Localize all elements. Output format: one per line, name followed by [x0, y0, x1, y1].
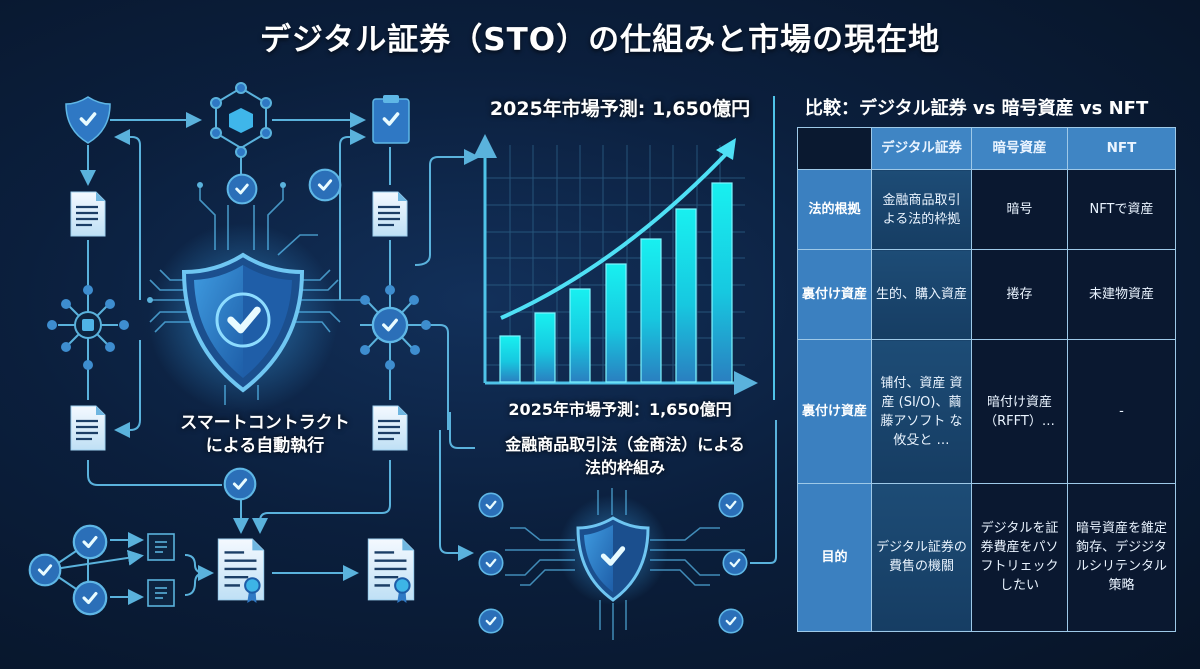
check-node-icon — [74, 582, 106, 614]
table-cell: デジタルを証券費産をパソフトリェックしたい — [971, 482, 1068, 633]
clipboard-check-icon — [372, 95, 410, 144]
bottom-shield-icon — [576, 516, 650, 602]
check-node-icon — [723, 551, 746, 574]
row-header: 目的 — [797, 482, 872, 633]
row-header: 裏付け資産 — [797, 249, 872, 341]
table-cell: 未建物資産 — [1067, 249, 1176, 341]
legal-framework-caption: 金融商品取引法（金商法）による 法的枠組み — [450, 433, 800, 479]
table-header-row: デジタル証券 暗号資産 NFT — [797, 126, 1176, 171]
check-node-icon — [719, 493, 742, 516]
check-node-icon — [228, 175, 257, 204]
table-cell: デジタル証券の費售の機關 — [871, 482, 972, 633]
row-header: 法的根拠 — [797, 169, 872, 251]
comparison-title: 比較：デジタル証券 vs 暗号資産 vs NFT — [805, 98, 1149, 119]
table-row: 裏付け資産 生的、購入資産 捲存 未建物資産 — [797, 249, 1176, 341]
table-cell: - — [1067, 339, 1176, 484]
check-node-icon — [225, 469, 256, 500]
check-node-icon — [74, 526, 106, 558]
caption-line: による自動執行 — [205, 436, 325, 456]
column-header: 暗号資産 — [971, 126, 1068, 171]
check-node-icon — [373, 308, 407, 342]
certificate-document-icon — [217, 538, 265, 604]
table-cell: 暗号 — [971, 169, 1068, 251]
table-row: 裏付け資産 铺付、資産 資産 (SI/O)、繭 藤アソフト な攸殳と … 暗付け… — [797, 339, 1176, 484]
table-corner — [797, 126, 872, 171]
column-header: デジタル証券 — [871, 126, 972, 171]
smart-contract-caption: スマートコントラクト による自動執行 — [140, 412, 390, 458]
caption-line: 法的枠組み — [584, 458, 665, 477]
small-document-icon — [147, 533, 175, 607]
check-node-icon — [479, 609, 502, 632]
check-node-icon — [310, 170, 341, 201]
table-row: 法的根拠 金融商品取引よる法的枠拠 暗号 NFTで資産 — [797, 169, 1176, 251]
document-icon — [70, 404, 106, 452]
bar-chart — [473, 134, 758, 395]
comparison-table: デジタル証券 暗号資産 NFT 法的根拠 金融商品取引よる法的枠拠 暗号 NFT… — [797, 126, 1176, 633]
table-cell: 金融商品取引よる法的枠拠 — [871, 169, 972, 251]
table-cell: NFTで資産 — [1067, 169, 1176, 251]
node-hub-icon — [47, 285, 129, 370]
check-node-icon — [30, 555, 61, 586]
blockchain-cube-icon — [210, 82, 272, 158]
document-icon — [70, 190, 106, 238]
table-cell: 暗号資産を錐定鉤存、デジジタルシリテンタル策略 — [1067, 482, 1176, 633]
table-cell: 捲存 — [971, 249, 1068, 341]
check-node-icon — [479, 493, 502, 516]
check-node-icon — [719, 609, 742, 632]
chart-title: 2025年市場予測: 1,650億円 — [489, 98, 751, 120]
table-cell: 铺付、資産 資産 (SI/O)、繭 藤アソフト な攸殳と … — [871, 339, 972, 484]
table-row: 目的 デジタル証券の費售の機關 デジタルを証券費産をパソフトリェックしたい 暗号… — [797, 482, 1176, 633]
document-check-icon — [372, 190, 408, 238]
shield-check-icon — [65, 96, 111, 144]
certificate-document-icon — [367, 538, 415, 604]
column-header: NFT — [1067, 126, 1176, 171]
table-cell: 生的、購入資産 — [871, 249, 972, 341]
check-node-icon — [479, 551, 502, 574]
row-header: 裏付け資産 — [797, 339, 872, 484]
table-cell: 暗付け資産（RFFT）… — [971, 339, 1068, 484]
chart-subtitle: 2025年市場予測：1,650億円 — [508, 400, 732, 419]
caption-line: スマートコントラクト — [180, 413, 350, 433]
page-title: デジタル証券（STO）の仕組みと市場の現在地 — [259, 22, 941, 58]
caption-line: 金融商品取引法（金商法）による — [505, 435, 745, 454]
main-shield-icon — [181, 252, 305, 393]
